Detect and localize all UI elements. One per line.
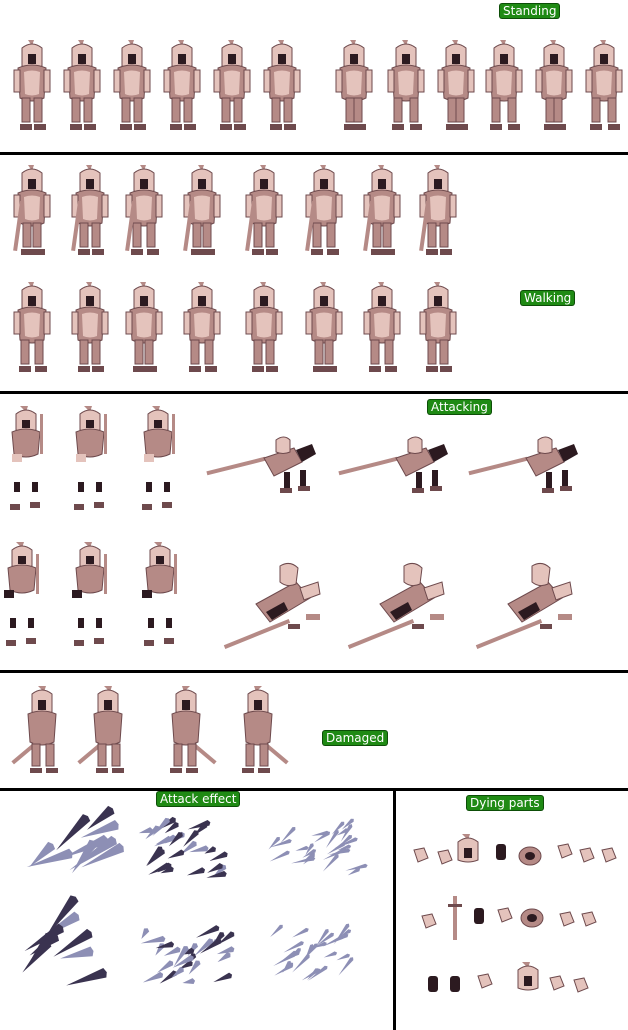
walking-frame-13 xyxy=(245,280,290,380)
divider-effects-parts xyxy=(393,788,396,1030)
dying-part-21 xyxy=(572,976,598,1024)
standing-frame-12 xyxy=(585,38,626,134)
standing-frame-6 xyxy=(263,38,304,134)
dying-part-15 xyxy=(580,910,606,958)
dying-part-6 xyxy=(556,842,582,890)
standing-frame-11 xyxy=(535,38,576,134)
standing-frame-8 xyxy=(387,38,428,134)
label-dying-parts: Dying parts xyxy=(467,796,543,810)
attacking-frame-1 xyxy=(8,404,56,524)
standing-frame-10 xyxy=(485,38,526,134)
standing-frame-7 xyxy=(335,38,376,134)
dying-part-18 xyxy=(476,972,502,1020)
dying-part-20 xyxy=(548,974,574,1022)
dying-part-4 xyxy=(494,842,520,890)
damaged-frame-4 xyxy=(232,684,296,780)
attacking-frame-4 xyxy=(206,436,318,502)
divider-damaged-effects xyxy=(0,788,628,791)
walking-frame-14 xyxy=(305,280,350,380)
walking-frame-4 xyxy=(183,163,228,259)
attacking-frame-2 xyxy=(72,404,120,524)
standing-frame-9 xyxy=(437,38,478,134)
walking-frame-10 xyxy=(71,280,116,380)
walking-frame-16 xyxy=(419,280,464,380)
attack-effect-frame-6 xyxy=(258,923,368,1016)
attacking-frame-6 xyxy=(468,436,580,502)
attack-effect-frame-5 xyxy=(128,925,238,1016)
attacking-frame-7 xyxy=(4,540,54,664)
walking-frame-11 xyxy=(125,280,170,380)
walking-frame-2 xyxy=(71,163,116,259)
damaged-frame-1 xyxy=(8,684,72,780)
walking-frame-9 xyxy=(13,280,58,380)
walking-frame-6 xyxy=(305,163,350,259)
attacking-frame-9 xyxy=(142,540,192,664)
dying-part-16 xyxy=(426,974,452,1022)
attacking-frame-3 xyxy=(140,404,188,524)
dying-part-19 xyxy=(516,960,542,1008)
divider-attacking-damaged xyxy=(0,670,628,673)
attacking-frame-5 xyxy=(338,436,450,502)
attack-effect-frame-2 xyxy=(128,816,238,908)
label-walking: Walking xyxy=(521,291,575,305)
walking-frame-15 xyxy=(363,280,408,380)
attack-effect-frame-3 xyxy=(258,818,368,908)
attack-effect-frame-4 xyxy=(10,895,120,1016)
walking-frame-1 xyxy=(13,163,58,259)
walking-frame-8 xyxy=(419,163,464,259)
dying-part-1 xyxy=(412,846,438,894)
standing-frame-1 xyxy=(13,38,54,134)
label-attacking: Attacking xyxy=(428,400,491,414)
dying-part-14 xyxy=(558,910,584,958)
attacking-frame-11 xyxy=(346,560,456,649)
attacking-frame-8 xyxy=(72,540,122,664)
attack-effect-frame-1 xyxy=(10,805,124,908)
standing-frame-3 xyxy=(113,38,154,134)
attacking-frame-12 xyxy=(474,560,584,649)
dying-part-9 xyxy=(420,912,446,960)
divider-standing-walking xyxy=(0,152,628,155)
damaged-frame-2 xyxy=(74,684,138,780)
damaged-frame-3 xyxy=(160,684,224,780)
dying-part-8 xyxy=(600,846,626,894)
dying-part-7 xyxy=(578,846,604,894)
attacking-frame-10 xyxy=(222,560,332,649)
label-standing: Standing xyxy=(500,4,560,18)
walking-frame-3 xyxy=(125,163,170,259)
dying-part-3 xyxy=(456,832,482,880)
standing-frame-4 xyxy=(163,38,204,134)
walking-frame-5 xyxy=(245,163,290,259)
walking-frame-7 xyxy=(363,163,408,259)
label-damaged: Damaged xyxy=(323,731,388,745)
dying-part-10 xyxy=(446,896,472,944)
walking-frame-12 xyxy=(183,280,228,380)
standing-frame-2 xyxy=(63,38,104,134)
dying-part-2 xyxy=(436,848,462,896)
dying-part-12 xyxy=(496,906,522,954)
dying-part-13 xyxy=(520,906,546,954)
dying-part-5 xyxy=(518,844,544,892)
dying-part-17 xyxy=(448,974,474,1022)
divider-walking-attacking xyxy=(0,391,628,394)
standing-frame-5 xyxy=(213,38,254,134)
label-attack-effect: Attack effect xyxy=(157,792,240,806)
dying-part-11 xyxy=(472,906,498,954)
